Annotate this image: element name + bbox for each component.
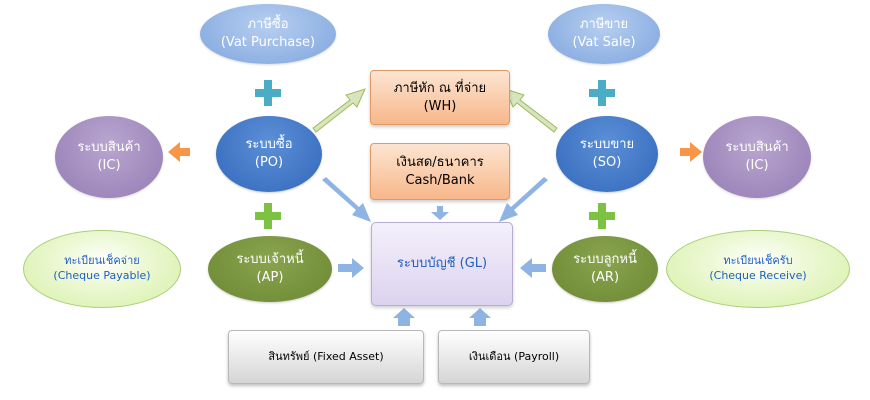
cash-bank-node: เงินสด/ธนาคาร Cash/Bank xyxy=(370,143,510,200)
gl-node: ระบบบัญชี (GL) xyxy=(371,222,513,306)
arrow-payroll-to-gl xyxy=(469,308,491,326)
po-subtitle: (PO) xyxy=(254,155,284,170)
arrow-so-to-ic-right xyxy=(680,142,702,162)
ic-left-subtitle: (IC) xyxy=(97,158,121,173)
vat-sale-title: ภาษีขาย xyxy=(579,17,629,33)
cheque-payable-title: ทะเบียนเช็คจ่าย xyxy=(64,254,140,268)
fixed-asset-title: สินทรัพย์ (Fixed Asset) xyxy=(268,349,384,363)
cheque-receive-title: ทะเบียนเช็ครับ xyxy=(723,254,793,268)
payroll-node: เงินเดือน (Payroll) xyxy=(438,330,590,384)
ar-subtitle: (AR) xyxy=(590,270,620,285)
arrow-po-to-gl xyxy=(322,177,371,222)
vat-purchase-subtitle: (Vat Purchase) xyxy=(220,35,316,50)
plus-icon-vat-purchase xyxy=(255,80,281,106)
cheque-payable-subtitle: (Cheque Payable) xyxy=(53,269,151,282)
arrow-ap-to-gl xyxy=(338,258,364,278)
cheque-receive-subtitle: (Cheque Receive) xyxy=(709,269,807,282)
arrow-so-to-wh xyxy=(504,88,558,133)
arrow-po-to-wh xyxy=(312,88,366,133)
wh-node: ภาษีหัก ณ ที่จ่าย (WH) xyxy=(370,70,510,125)
ap-node: ระบบเจ้าหนี้ (AP) xyxy=(208,236,332,302)
ap-title: ระบบเจ้าหนี้ xyxy=(236,252,304,268)
cash-bank-title: เงินสด/ธนาคาร xyxy=(396,154,484,170)
vat-sale-node: ภาษีขาย (Vat Sale) xyxy=(548,4,660,64)
cheque-payable-node: ทะเบียนเช็คจ่าย (Cheque Payable) xyxy=(23,230,181,308)
arrow-fixed-asset-to-gl xyxy=(393,308,415,326)
so-title: ระบบขาย xyxy=(579,137,635,153)
gl-title: ระบบบัญชี (GL) xyxy=(396,256,488,272)
vat-purchase-node: ภาษีซื้อ (Vat Purchase) xyxy=(200,4,336,64)
ic-left-title: ระบบสินค้า xyxy=(77,140,141,156)
fixed-asset-node: สินทรัพย์ (Fixed Asset) xyxy=(228,330,424,384)
arrow-cash-to-gl xyxy=(431,206,449,220)
plus-icon-ar xyxy=(589,203,615,229)
wh-title: ภาษีหัก ณ ที่จ่าย xyxy=(393,80,487,96)
po-node: ระบบซื้อ (PO) xyxy=(216,116,322,192)
arrow-so-to-gl xyxy=(499,177,548,222)
arrow-ar-to-gl xyxy=(520,258,546,278)
ar-title: ระบบลูกหนี้ xyxy=(573,252,637,268)
ap-subtitle: (AP) xyxy=(256,270,284,285)
so-subtitle: (SO) xyxy=(592,155,622,170)
po-title: ระบบซื้อ xyxy=(245,137,293,153)
so-node: ระบบขาย (SO) xyxy=(556,116,658,192)
arrow-po-to-ic-left xyxy=(168,142,190,162)
plus-icon-ap xyxy=(255,203,281,229)
vat-purchase-title: ภาษีซื้อ xyxy=(247,17,289,33)
ic-right-node: ระบบสินค้า (IC) xyxy=(703,116,811,198)
ar-node: ระบบลูกหนี้ (AR) xyxy=(552,236,658,302)
ic-right-subtitle: (IC) xyxy=(745,158,769,173)
vat-sale-subtitle: (Vat Sale) xyxy=(572,35,636,50)
payroll-title: เงินเดือน (Payroll) xyxy=(468,349,560,363)
cheque-receive-node: ทะเบียนเช็ครับ (Cheque Receive) xyxy=(666,230,850,308)
wh-subtitle: (WH) xyxy=(423,98,457,114)
cash-bank-subtitle: Cash/Bank xyxy=(405,172,475,188)
ic-left-node: ระบบสินค้า (IC) xyxy=(55,116,163,198)
plus-icon-vat-sale xyxy=(589,80,615,106)
ic-right-title: ระบบสินค้า xyxy=(725,140,789,156)
